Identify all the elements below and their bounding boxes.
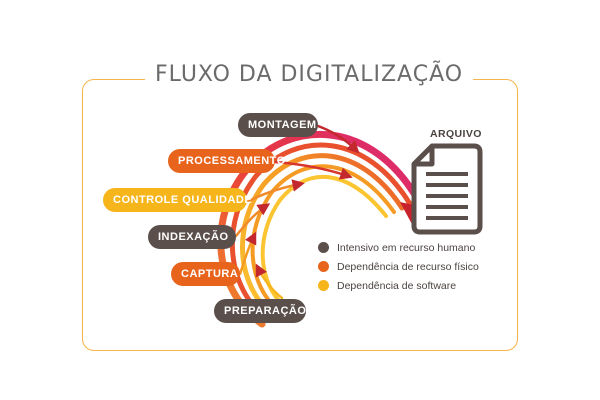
stage-pill-controle-qualidade: CONTROLE QUALIDADE [103,188,252,212]
arrow-montagem [316,124,360,154]
legend-dot [318,242,329,253]
legend-item-physical: Dependência de recurso físico [318,257,479,276]
stage-label: INDEXAÇÃO [158,231,229,243]
legend-text: Dependência de software [337,279,457,292]
stage-pill-montagem: MONTAGEM [238,113,318,137]
arrow-indexacao [234,203,271,238]
stage-pill-preparacao: PREPARAÇÃO [214,299,306,323]
legend: Intensivo em recurso humano Dependência … [318,238,479,295]
diagram-title: FLUXO DA DIGITALIZAÇÃO [145,62,474,87]
archive-label: ARQUIVO [430,128,482,140]
stage-label: CONTROLE QUALIDADE [113,194,253,206]
stage-label: PREPARAÇÃO [224,305,307,317]
stage-label: CAPTURA [181,268,239,280]
legend-text: Intensivo em recurso humano [337,241,476,254]
document-icon [411,143,483,235]
spiral-strand-2 [229,142,413,323]
arrow-captura [238,231,257,276]
stage-label: PROCESSAMENTO [178,155,286,167]
legend-text: Dependência de recurso físico [337,260,479,273]
stage-pill-processamento: PROCESSAMENTO [168,149,285,173]
legend-item-software: Dependência de software [318,276,479,295]
arrow-processamento [273,160,353,180]
stage-pill-captura: CAPTURA [171,262,240,286]
stage-pill-indexacao: INDEXAÇÃO [148,225,236,249]
arrow-controle [245,179,305,204]
arrow-preparacao [255,263,284,300]
stage-label: MONTAGEM [248,119,317,131]
legend-dot [318,261,329,272]
legend-item-human: Intensivo em recurso humano [318,238,479,257]
spiral-strand-3 [240,153,405,319]
stage-arrows [234,124,360,300]
legend-dot [318,280,329,291]
